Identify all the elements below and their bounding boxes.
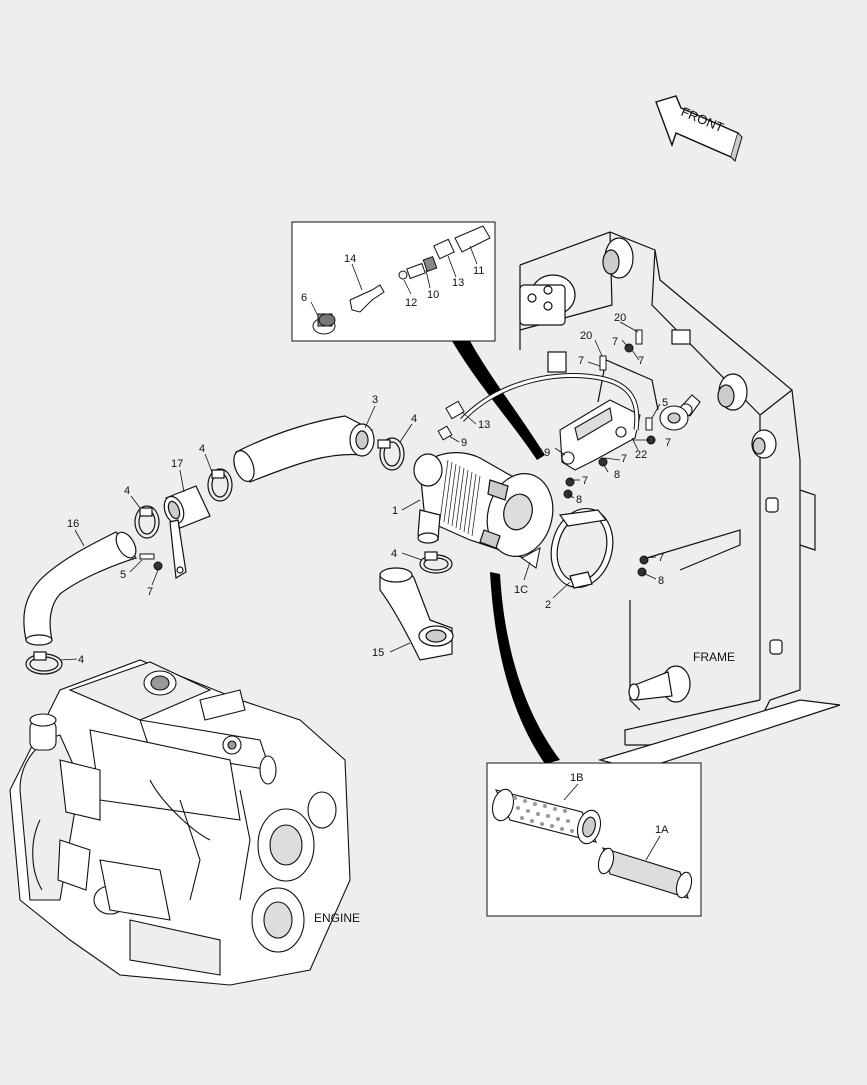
- callout-3: 3: [372, 394, 378, 406]
- front-arrow: FRONT: [655, 95, 743, 162]
- detail-inset-top: 6 14 12 10 13 11: [291, 221, 496, 342]
- callout-7a: 7: [612, 336, 618, 348]
- part-14-bracket: [349, 284, 385, 313]
- part-1-air-filter: [413, 452, 554, 561]
- callout-5b: 5: [120, 569, 126, 581]
- callout-8a: 8: [614, 469, 620, 481]
- callout-11: 11: [473, 265, 484, 277]
- callout-4c: 4: [124, 485, 130, 497]
- callout-22: 22: [635, 449, 647, 461]
- callout-8b: 8: [576, 494, 582, 506]
- callout-12: 12: [405, 297, 417, 309]
- callout-6: 6: [301, 292, 307, 304]
- part-17-tube: [163, 485, 211, 579]
- callout-16: 16: [67, 518, 79, 530]
- callout-7b: 7: [578, 355, 584, 367]
- part-3-elbow-hose: [233, 415, 375, 483]
- engine-label: ENGINE: [314, 911, 360, 925]
- part-15-elbow-hose: [379, 567, 454, 661]
- filter-mount-bracket: [559, 394, 701, 471]
- callout-8c: 8: [658, 575, 664, 587]
- callout-13b: 13: [478, 419, 490, 431]
- callout-14: 14: [344, 253, 356, 265]
- part-6-rubber-mount: [312, 313, 336, 335]
- detail-inset-bottom: 1B 1A: [486, 762, 702, 917]
- callout-13a: 13: [452, 277, 464, 289]
- frame-label: FRAME: [693, 650, 735, 664]
- callout-1A: 1A: [655, 824, 669, 836]
- callout-20a: 20: [614, 312, 626, 324]
- callout-10: 10: [427, 289, 439, 301]
- hose-clamps: [25, 437, 453, 675]
- inset-connector-top: [452, 341, 545, 460]
- part-2-mounting-band: [550, 507, 614, 589]
- machine-frame: [519, 231, 841, 771]
- bracket-bolts: [139, 553, 163, 571]
- part-9-13-fitting-main: [437, 400, 465, 441]
- part-10-12-13-fitting: [398, 238, 455, 280]
- callout-15: 15: [372, 647, 384, 659]
- part-1A-inner-element: [597, 847, 693, 899]
- frame-leaders: [554, 321, 661, 580]
- callout-1C: 1C: [514, 584, 528, 596]
- callout-4d: 4: [391, 548, 397, 560]
- part-11-hose: [454, 225, 491, 253]
- part-1C-valve: [521, 547, 541, 569]
- inset-connector-bottom: [490, 572, 560, 764]
- callout-7f: 7: [582, 475, 588, 487]
- callout-7c: 7: [638, 355, 644, 367]
- callout-1B: 1B: [570, 772, 583, 784]
- engine: [9, 659, 351, 986]
- callout-5a: 5: [662, 397, 668, 409]
- callout-4b: 4: [199, 443, 205, 455]
- part-1B-outer-element: [491, 788, 602, 845]
- callout-17: 17: [171, 458, 183, 470]
- clamp-leaders: [59, 423, 423, 661]
- fitting-leaders: [448, 411, 477, 443]
- callout-20b: 20: [580, 330, 592, 342]
- callout-2: 2: [545, 599, 551, 611]
- callout-4a: 4: [411, 413, 417, 425]
- callout-7e: 7: [621, 453, 627, 465]
- part-16-elbow-hose: [23, 531, 138, 646]
- callout-7d: 7: [665, 437, 671, 449]
- callout-19: 19: [538, 447, 550, 459]
- callout-7g: 7: [658, 552, 664, 564]
- callout-7-bracket: 7: [147, 586, 153, 598]
- callout-4e: 4: [78, 654, 84, 666]
- frame-bosses: [519, 237, 783, 703]
- callout-1: 1: [392, 505, 398, 517]
- callout-9: 9: [461, 437, 467, 449]
